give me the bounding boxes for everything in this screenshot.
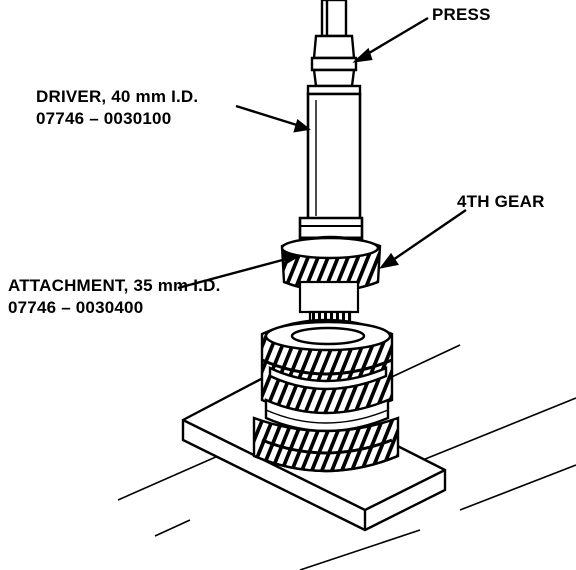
- label-driver-part-number: 07746 – 0030100: [36, 109, 172, 128]
- press-ram: [306, 0, 362, 96]
- fourth-gear: [280, 235, 382, 293]
- gear-cluster-lower: [252, 416, 400, 473]
- label-attachment-part-number: 07746 – 0030400: [8, 298, 144, 317]
- label-driver: DRIVER, 40 mm I.D. 07746 – 0030100: [36, 86, 198, 130]
- label-driver-name: DRIVER, 40 mm I.D.: [36, 87, 199, 106]
- label-press: PRESS: [432, 5, 491, 24]
- driver-tool: [298, 92, 364, 248]
- leader-lines: [177, 16, 467, 290]
- gear-cluster-upper: [260, 318, 394, 416]
- label-fourth-gear: 4TH GEAR: [457, 192, 545, 211]
- label-attachment: ATTACHMENT, 35 mm I.D. 07746 – 0030400: [8, 275, 221, 319]
- label-attachment-name: ATTACHMENT, 35 mm I.D.: [8, 276, 221, 295]
